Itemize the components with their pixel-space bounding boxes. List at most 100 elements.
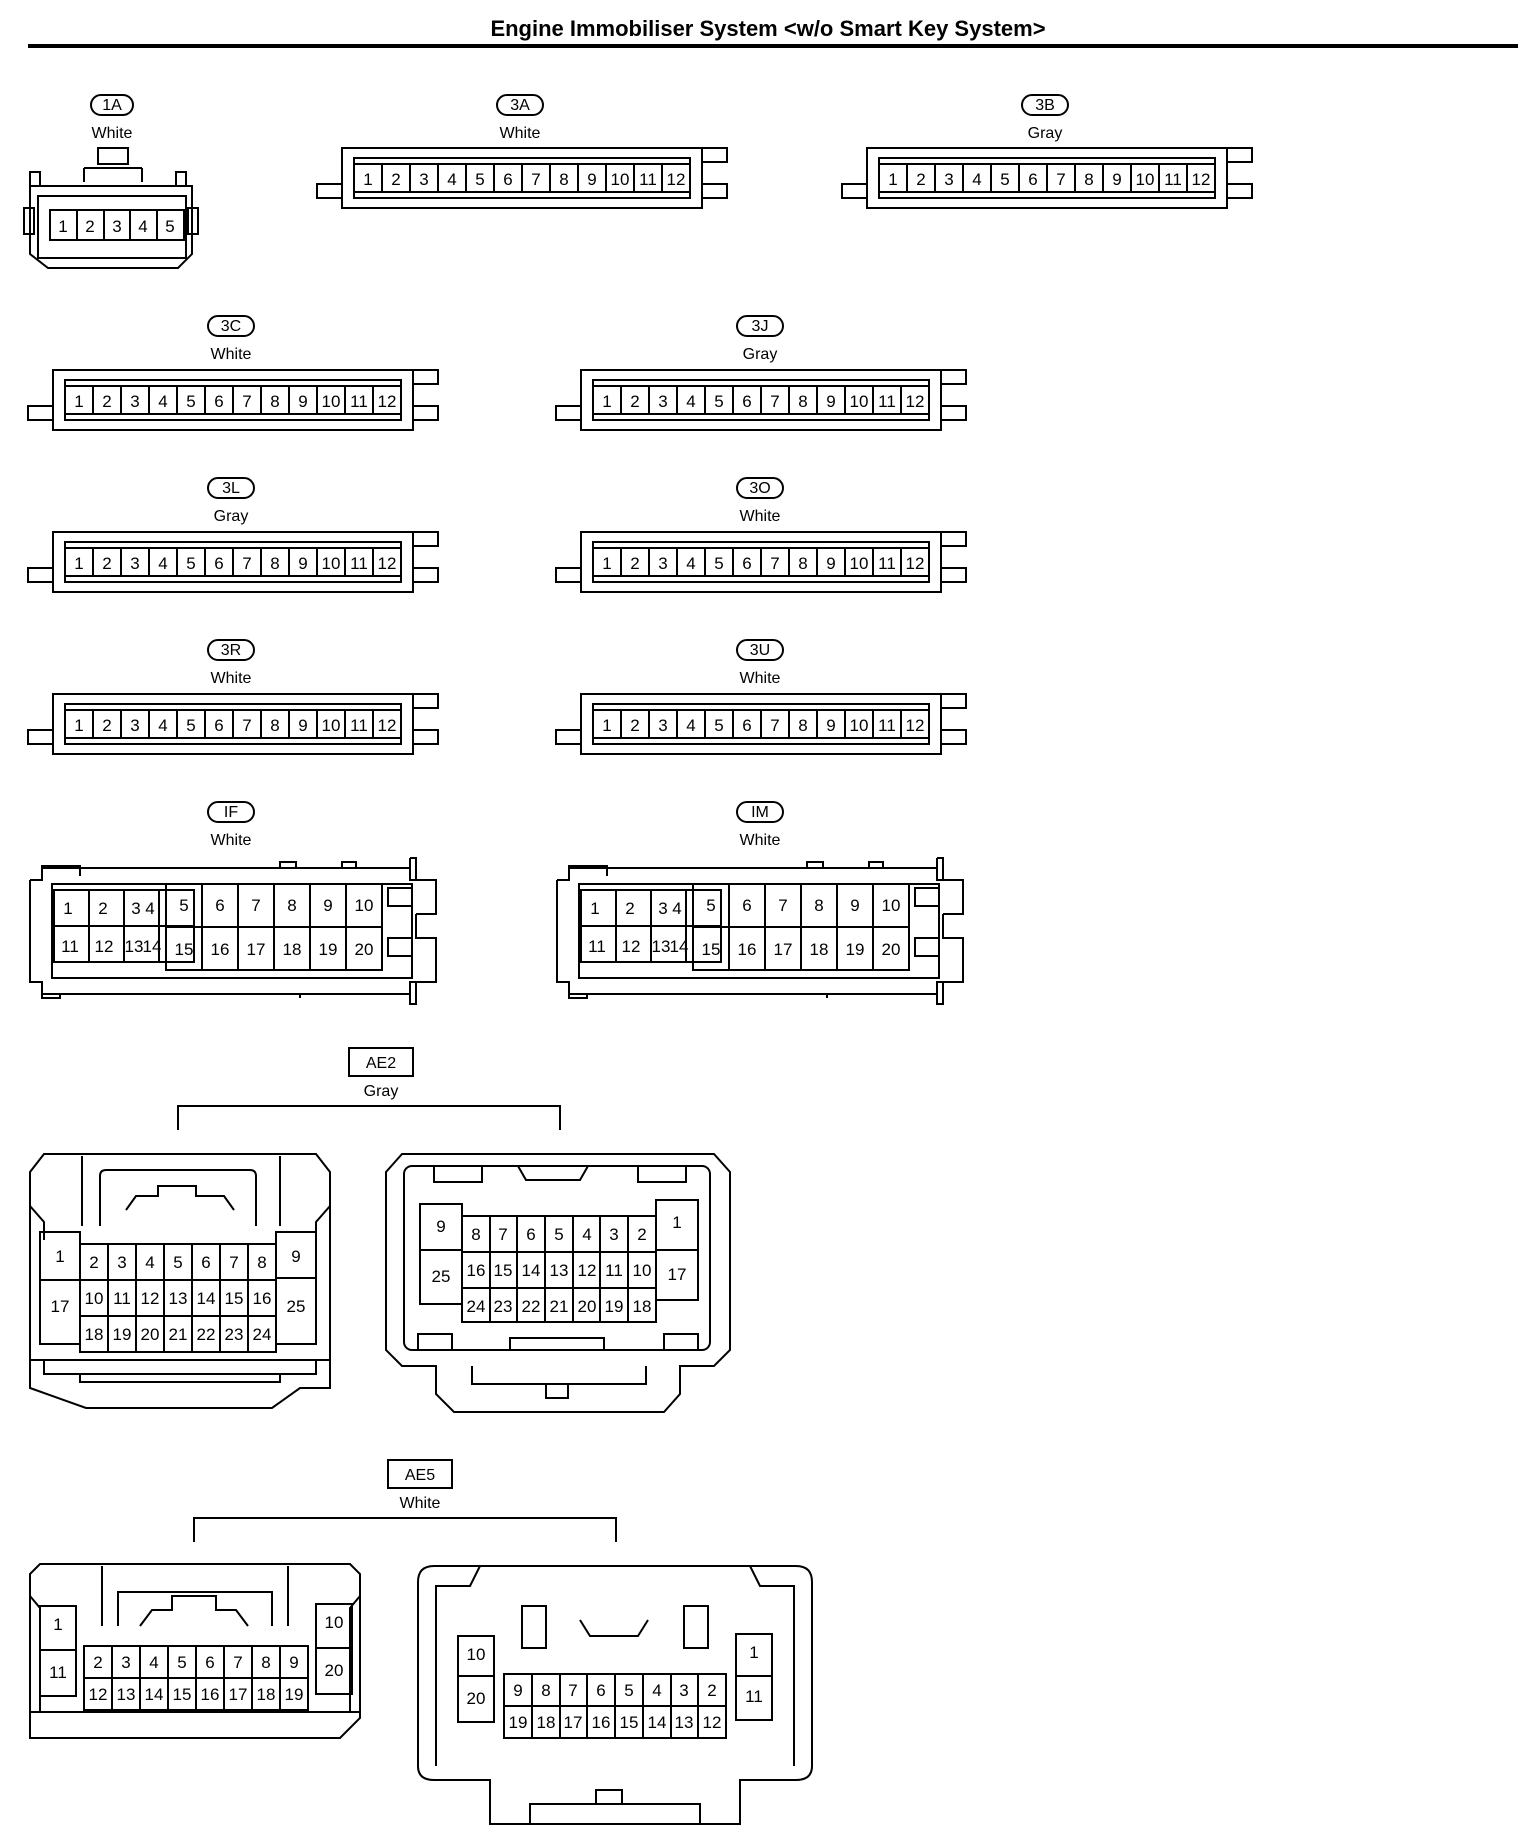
svg-text:4: 4: [149, 1653, 158, 1672]
svg-text:19: 19: [846, 940, 865, 959]
svg-text:17: 17: [229, 1685, 248, 1704]
svg-text:8: 8: [798, 716, 807, 735]
svg-text:1: 1: [672, 1213, 681, 1232]
svg-text:19: 19: [509, 1713, 528, 1732]
svg-text:2: 2: [391, 170, 400, 189]
svg-text:3: 3: [131, 899, 140, 918]
svg-text:3: 3: [130, 716, 139, 735]
svg-text:11: 11: [1164, 170, 1182, 189]
svg-text:16: 16: [738, 940, 757, 959]
svg-text:8: 8: [559, 170, 568, 189]
connector-tag-3R: [207, 639, 255, 661]
svg-text:7: 7: [498, 1225, 507, 1244]
svg-text:1A: 1A: [102, 97, 122, 114]
svg-text:9: 9: [826, 392, 835, 411]
svg-text:9: 9: [826, 554, 835, 573]
svg-text:18: 18: [537, 1713, 556, 1732]
svg-text:3O: 3O: [749, 480, 770, 497]
svg-text:17: 17: [247, 940, 266, 959]
svg-text:1: 1: [53, 1615, 62, 1634]
svg-text:2: 2: [630, 716, 639, 735]
connector-color-3B: Gray: [1028, 125, 1063, 142]
svg-text:18: 18: [257, 1685, 276, 1704]
svg-text:20: 20: [325, 1661, 344, 1680]
svg-text:11: 11: [878, 716, 896, 735]
svg-text:8: 8: [270, 392, 279, 411]
svg-text:17: 17: [564, 1713, 583, 1732]
svg-text:12: 12: [667, 170, 686, 189]
svg-text:6: 6: [742, 896, 751, 915]
svg-text:3B: 3B: [1035, 97, 1055, 114]
svg-text:3J: 3J: [752, 318, 769, 335]
svg-text:4: 4: [145, 1253, 154, 1272]
svg-text:23: 23: [494, 1297, 513, 1316]
svg-text:6: 6: [214, 716, 223, 735]
svg-text:12: 12: [906, 554, 925, 573]
svg-text:20: 20: [882, 940, 901, 959]
svg-text:11: 11: [878, 554, 896, 573]
svg-text:18: 18: [633, 1297, 652, 1316]
svg-text:1: 1: [363, 170, 372, 189]
svg-text:5: 5: [177, 1653, 186, 1672]
svg-text:8: 8: [261, 1653, 270, 1672]
page-title: Engine Immobiliser System <w/o Smart Key…: [490, 16, 1045, 41]
connector-color-IF: White: [211, 832, 252, 849]
housing-latch: [517, 1165, 589, 1181]
housing-latch: [936, 857, 964, 1005]
svg-text:4: 4: [447, 170, 456, 189]
svg-text:3: 3: [117, 1253, 126, 1272]
svg-text:12: 12: [378, 554, 397, 573]
svg-text:25: 25: [432, 1267, 451, 1286]
svg-text:18: 18: [810, 940, 829, 959]
svg-text:5: 5: [165, 217, 174, 236]
svg-text:1: 1: [63, 899, 72, 918]
svg-text:IF: IF: [224, 804, 238, 821]
svg-text:5: 5: [186, 716, 195, 735]
housing-latch: [83, 147, 143, 182]
connector-color-1A: White: [92, 125, 133, 142]
svg-text:2: 2: [625, 899, 634, 918]
svg-text:17: 17: [51, 1297, 70, 1316]
svg-text:4: 4: [158, 392, 167, 411]
svg-text:AE5: AE5: [405, 1467, 435, 1484]
svg-text:5: 5: [475, 170, 484, 189]
svg-text:6: 6: [503, 170, 512, 189]
svg-text:4: 4: [652, 1681, 661, 1700]
svg-text:2: 2: [102, 392, 111, 411]
svg-text:14: 14: [670, 937, 689, 956]
svg-text:15: 15: [173, 1685, 192, 1704]
connector-color-3J: Gray: [743, 346, 778, 363]
svg-text:1: 1: [602, 392, 611, 411]
svg-text:13: 13: [652, 937, 671, 956]
svg-text:1: 1: [58, 217, 67, 236]
svg-text:10: 10: [1136, 170, 1155, 189]
svg-text:10: 10: [882, 896, 901, 915]
connector-tag-AE5: [387, 1459, 453, 1489]
svg-text:11: 11: [61, 937, 79, 956]
svg-text:20: 20: [578, 1297, 597, 1316]
svg-text:9: 9: [587, 170, 596, 189]
svg-text:2: 2: [98, 899, 107, 918]
svg-text:8: 8: [1084, 170, 1093, 189]
svg-text:4: 4: [686, 392, 695, 411]
svg-text:12: 12: [906, 716, 925, 735]
svg-text:5: 5: [179, 896, 188, 915]
svg-text:10: 10: [85, 1289, 104, 1308]
svg-text:3: 3: [130, 554, 139, 573]
svg-text:3: 3: [679, 1681, 688, 1700]
svg-text:18: 18: [283, 940, 302, 959]
connector-color-3L: Gray: [214, 508, 249, 525]
svg-text:13: 13: [169, 1289, 188, 1308]
svg-text:1: 1: [602, 554, 611, 573]
svg-text:6: 6: [214, 392, 223, 411]
